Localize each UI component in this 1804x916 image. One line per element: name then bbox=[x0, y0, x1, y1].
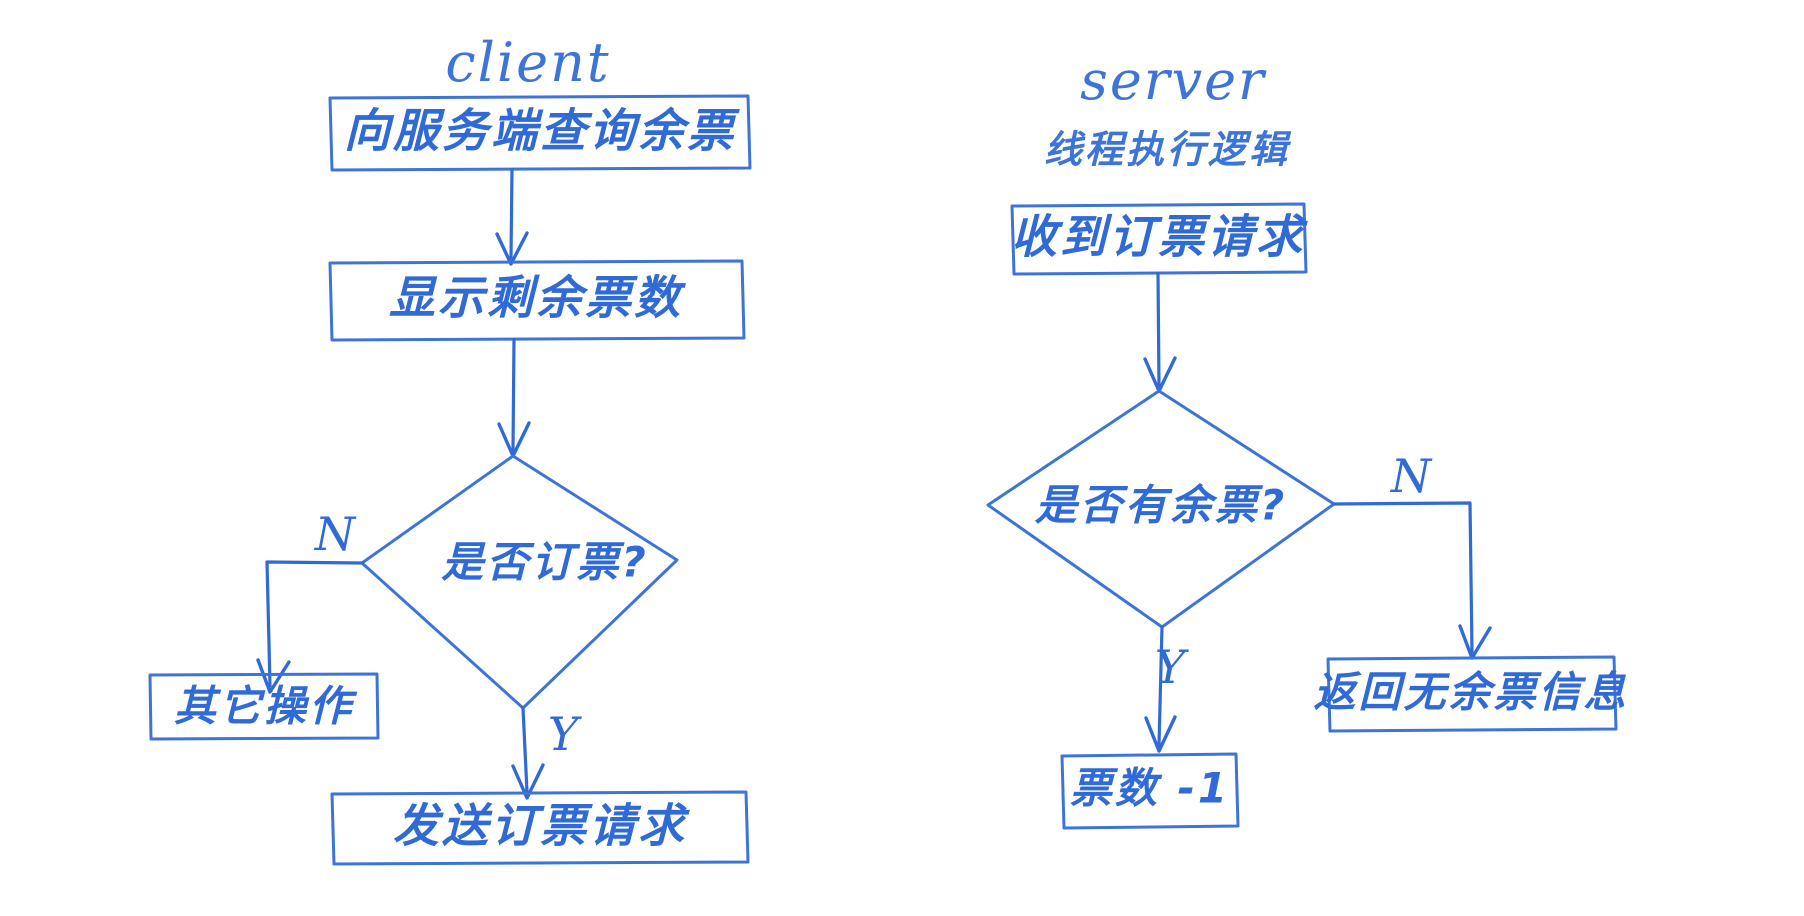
edge-c3-c5-line bbox=[521, 706, 529, 794]
node-s4-label: 返回无余票信息 bbox=[1313, 668, 1628, 717]
node-s1-shape bbox=[1010, 202, 1308, 276]
node-s4[interactable]: 返回无余票信息 bbox=[1313, 655, 1628, 733]
node-c1[interactable]: 向服务端查询余票 bbox=[328, 94, 752, 172]
edge-c1-c2-arrowhead bbox=[495, 231, 529, 266]
node-c2-shape bbox=[328, 259, 746, 342]
edge-c3-c5-arrowhead bbox=[511, 763, 545, 800]
node-c5[interactable]: 发送订票请求 bbox=[330, 790, 750, 866]
node-s3[interactable]: 票数 -1 bbox=[1060, 752, 1240, 830]
edge-s2-s4-label: N bbox=[1390, 449, 1433, 503]
node-c5-label: 发送订票请求 bbox=[393, 799, 690, 853]
edge-c2-c3-line bbox=[511, 338, 516, 452]
lane-server: server 线程执行逻辑 收到订票请求 是否有余票? Y bbox=[986, 49, 1628, 830]
edge-c3-c4: N bbox=[256, 507, 364, 694]
lane-client: client 向服务端查询余票 显示剩余票数 bbox=[148, 31, 752, 866]
edge-s2-s3-label: Y bbox=[1155, 640, 1190, 694]
edge-s2-s4: N bbox=[1332, 449, 1492, 660]
lane-title-client: client bbox=[445, 31, 610, 94]
node-c3[interactable]: 是否订票? bbox=[360, 454, 679, 710]
edge-s1-s2 bbox=[1143, 272, 1177, 393]
node-c4-shape bbox=[148, 672, 380, 741]
node-c5-shape bbox=[330, 790, 750, 866]
edge-c3-c4-line bbox=[265, 560, 364, 688]
node-s4-shape bbox=[1326, 655, 1618, 733]
node-c3-label: 是否订票? bbox=[440, 538, 648, 587]
edge-s2-s4-line bbox=[1332, 501, 1474, 654]
node-s1-label: 收到订票请求 bbox=[1011, 210, 1308, 264]
edge-c3-c4-label: N bbox=[314, 507, 357, 561]
node-c2-label: 显示剩余票数 bbox=[389, 271, 686, 325]
edge-s2-s4-arrowhead bbox=[1458, 624, 1492, 660]
node-c4[interactable]: 其它操作 bbox=[148, 672, 380, 741]
edge-c2-c3 bbox=[497, 338, 531, 458]
node-s2[interactable]: 是否有余票? bbox=[986, 389, 1336, 629]
edge-s1-s2-line bbox=[1156, 272, 1161, 387]
edge-c3-c4-arrowhead bbox=[256, 658, 291, 694]
edge-c1-c2 bbox=[495, 168, 529, 266]
node-s2-label: 是否有余票? bbox=[1034, 481, 1287, 530]
node-s1[interactable]: 收到订票请求 bbox=[1010, 202, 1308, 276]
lane-subtitle-server: 线程执行逻辑 bbox=[1044, 128, 1292, 172]
node-s3-label: 票数 -1 bbox=[1070, 764, 1230, 813]
edge-s2-s3-arrowhead bbox=[1144, 715, 1177, 753]
node-c2[interactable]: 显示剩余票数 bbox=[328, 259, 746, 342]
edge-c3-c5: Y bbox=[511, 706, 583, 800]
node-s3-shape bbox=[1060, 752, 1240, 830]
edge-c1-c2-line bbox=[509, 168, 514, 260]
node-c1-shape bbox=[328, 94, 752, 172]
node-c1-label: 向服务端查询余票 bbox=[344, 104, 740, 158]
node-c4-label: 其它操作 bbox=[174, 682, 358, 731]
edge-s2-s3: Y bbox=[1144, 625, 1190, 753]
edge-c3-c5-label: Y bbox=[548, 707, 583, 761]
edge-s2-s3-line bbox=[1157, 625, 1164, 747]
lane-title-server: server bbox=[1080, 49, 1267, 112]
